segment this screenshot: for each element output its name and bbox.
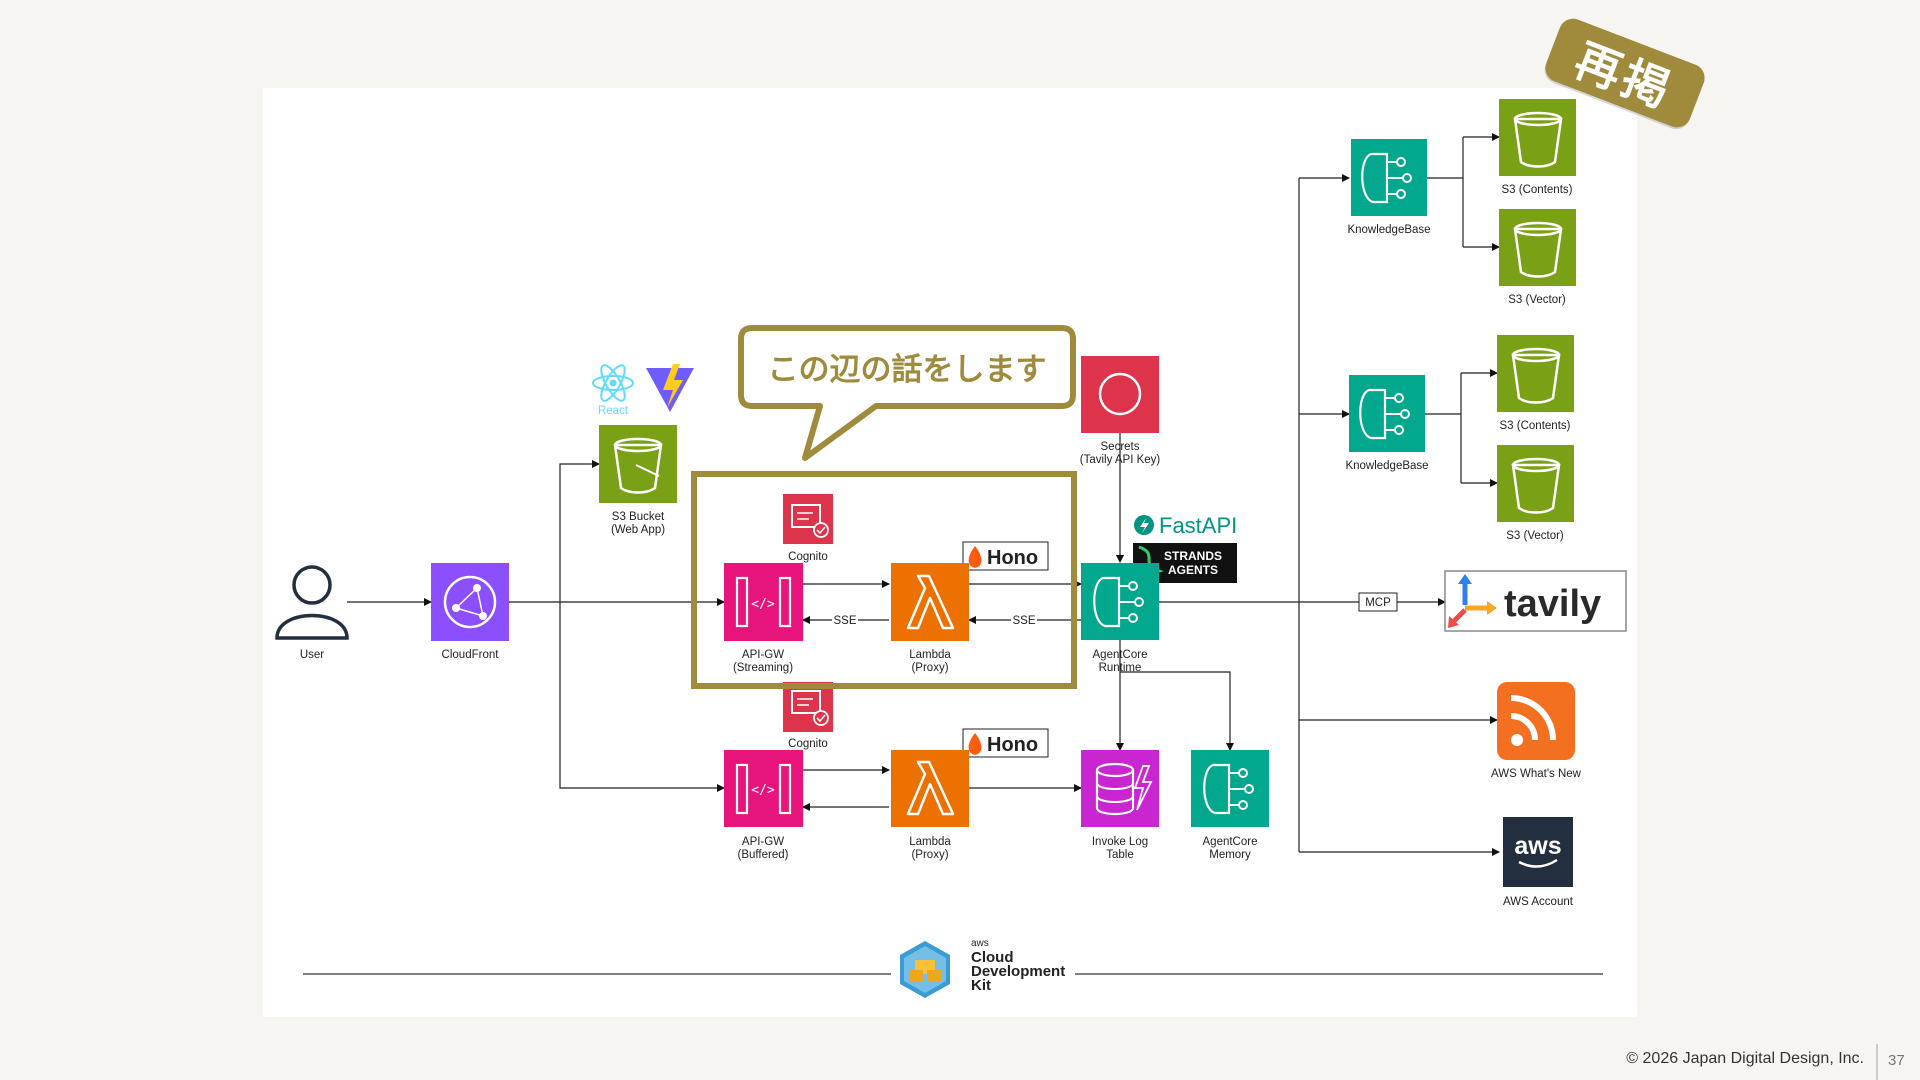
whats-new-label: AWS What's New <box>1491 768 1582 780</box>
secrets-icon <box>1081 356 1159 433</box>
user-label: User <box>300 649 324 661</box>
invoke-log-label-1: Invoke Log <box>1092 836 1148 848</box>
svg-text:STRANDS: STRANDS <box>1164 549 1222 563</box>
lambda-top-icon <box>891 563 969 641</box>
svg-text:Hono: Hono <box>987 734 1038 756</box>
apigw-buffered-label-2: (Buffered) <box>738 849 789 861</box>
svg-text:Cloud: Cloud <box>971 949 1014 966</box>
edge-cloudfront-apigw-buffered <box>559 602 725 792</box>
s3-contents-1-label: S3 (Contents) <box>1502 184 1573 196</box>
footer-separator <box>1876 1044 1878 1080</box>
edge-cloudfront-s3-webapp <box>559 460 600 602</box>
lambda-bottom-label-1: Lambda <box>909 836 951 848</box>
aws-account-label: AWS Account <box>1503 896 1574 908</box>
agentcore-memory-icon <box>1191 750 1269 827</box>
apigw-buffered-label-1: API-GW <box>742 836 784 848</box>
svg-text:Development: Development <box>971 963 1065 980</box>
tavily-logo: tavily <box>1444 570 1627 632</box>
copyright-text: © 2026 Japan Digital Design, Inc. <box>1626 1050 1864 1067</box>
agentcore-runtime-label-1: AgentCore <box>1093 649 1148 661</box>
connectors <box>347 133 1500 856</box>
knowledgebase-2-icon <box>1349 375 1425 452</box>
sse-label-1: SSE <box>832 613 858 627</box>
secrets-label-1: Secrets <box>1101 441 1140 453</box>
svg-text:この辺の話をします: この辺の話をします <box>768 352 1047 388</box>
s3-vector-2-label: S3 (Vector) <box>1506 530 1564 542</box>
cognito-bottom-label: Cognito <box>788 738 828 750</box>
aws-account-icon: aws <box>1503 817 1573 887</box>
svg-text:tavily: tavily <box>1504 583 1601 625</box>
svg-text:aws: aws <box>1514 832 1561 860</box>
edge-runtime-memory <box>1120 671 1234 751</box>
svg-text:Hono: Hono <box>987 547 1038 569</box>
cognito-top-label: Cognito <box>788 551 828 563</box>
fastapi-logo: FastAPI <box>1134 513 1237 538</box>
svg-text:AGENTS: AGENTS <box>1168 563 1218 577</box>
rss-icon <box>1497 682 1575 760</box>
react-label: React <box>598 405 629 417</box>
cloudfront-label: CloudFront <box>442 649 500 661</box>
invoke-log-label-2: Table <box>1106 849 1134 861</box>
svg-text:SSE: SSE <box>1012 615 1035 627</box>
apigw-streaming-icon: </> <box>724 563 803 641</box>
hono-bottom-logo: Hono <box>962 728 1049 758</box>
s3-contents-2-icon <box>1497 335 1574 412</box>
svg-text:</>: </> <box>751 597 775 612</box>
s3-vector-1-label: S3 (Vector) <box>1508 294 1566 306</box>
svg-text:</>: </> <box>751 783 775 798</box>
cognito-top-icon <box>783 494 833 544</box>
hono-top-logo: Hono <box>962 541 1049 571</box>
apigw-buffered-icon: </> <box>724 750 803 827</box>
s3-vector-2-icon <box>1497 445 1574 522</box>
cloudfront-icon <box>431 563 509 641</box>
knowledgebase-1-label: KnowledgeBase <box>1347 224 1430 236</box>
cdk-logo: aws Cloud Development Kit <box>900 938 1065 998</box>
svg-text:aws: aws <box>971 938 989 949</box>
agentcore-runtime-icon <box>1081 563 1159 640</box>
page-number: 37 <box>1888 1052 1905 1069</box>
react-icon <box>592 364 634 402</box>
focus-highlight-box <box>691 471 1077 689</box>
svg-text:Kit: Kit <box>971 977 991 994</box>
agentcore-memory-label-1: AgentCore <box>1203 836 1258 848</box>
lambda-bottom-label-2: (Proxy) <box>911 849 948 861</box>
knowledgebase-1-icon <box>1351 139 1427 216</box>
apigw-streaming-label-1: API-GW <box>742 649 784 661</box>
agentcore-runtime-label-2: Runtime <box>1099 662 1142 674</box>
user-icon <box>275 565 349 640</box>
svg-text:FastAPI: FastAPI <box>1159 513 1237 538</box>
vite-icon <box>646 364 694 412</box>
architecture-diagram: SSE SSE MCP User CloudFront React <box>275 99 1627 998</box>
lambda-bottom-icon <box>891 750 969 827</box>
s3-webapp-icon <box>599 425 677 503</box>
lambda-top-label-2: (Proxy) <box>911 662 948 674</box>
svg-text:SSE: SSE <box>833 615 856 627</box>
knowledgebase-2-label: KnowledgeBase <box>1345 460 1428 472</box>
svg-text:MCP: MCP <box>1365 597 1391 609</box>
s3-webapp-label-1: S3 Bucket <box>612 511 665 523</box>
lambda-top-label-1: Lambda <box>909 649 951 661</box>
mcp-label: MCP <box>1358 592 1398 612</box>
s3-webapp-label-2: (Web App) <box>611 524 665 536</box>
apigw-streaming-label-2: (Streaming) <box>733 662 793 674</box>
invoke-log-table-icon <box>1081 750 1159 827</box>
callout-bubble: この辺の話をします <box>738 325 1076 461</box>
s3-vector-1-icon <box>1499 209 1576 286</box>
cognito-bottom-icon <box>783 682 833 732</box>
agentcore-memory-label-2: Memory <box>1209 849 1251 861</box>
s3-contents-1-icon <box>1499 99 1576 176</box>
s3-contents-2-label: S3 (Contents) <box>1500 420 1571 432</box>
diagram-canvas: SSE SSE MCP User CloudFront React <box>263 88 1637 1017</box>
secrets-label-2: (Tavily API Key) <box>1080 454 1161 466</box>
sse-label-2: SSE <box>1011 613 1037 627</box>
